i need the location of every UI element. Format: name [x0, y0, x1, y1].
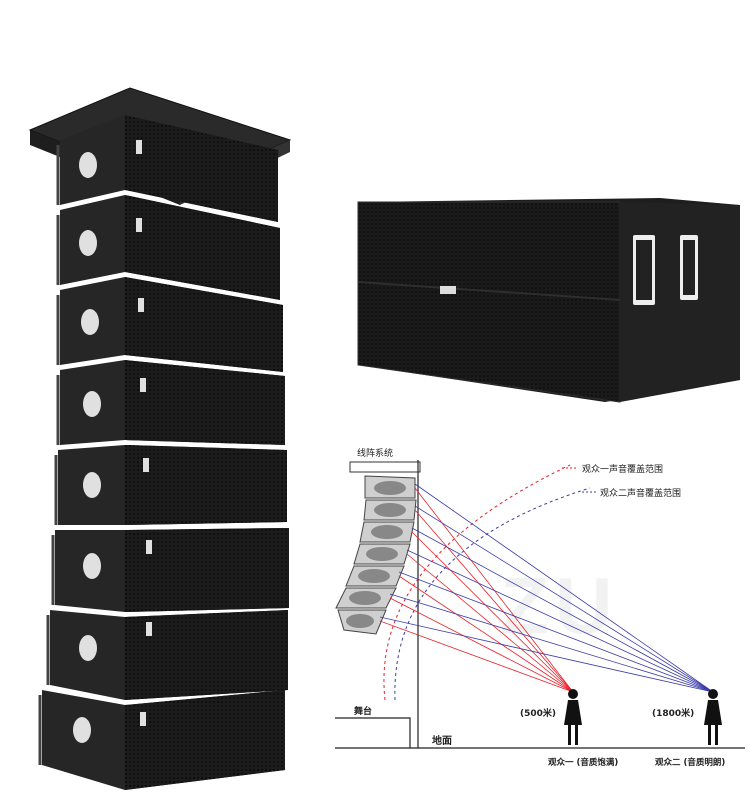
- line-array-speaker-stack-image: [28, 87, 292, 790]
- stage-label: 舞台: [354, 707, 373, 717]
- audience-1-silhouette: [564, 689, 582, 745]
- audience-1-label: 观众一 (音质饱满): [548, 758, 619, 768]
- distance-2-label: (1800米): [652, 709, 695, 719]
- audience-2-silhouette: [704, 689, 722, 745]
- coverage-diagram: [335, 460, 745, 749]
- subwoofer-cabinet-image: [357, 198, 740, 403]
- legend-coverage-2: 观众二声音覆盖范围: [600, 489, 682, 499]
- legend-coverage-1: 观众一声音覆盖范围: [582, 465, 664, 475]
- ground-label: 地面: [432, 736, 452, 747]
- diagram-title: 线阵系统: [357, 449, 394, 459]
- audience-2-label: 观众二 (音质明朗): [655, 758, 726, 768]
- distance-1-label: (500米): [520, 709, 557, 719]
- watermark-text: ZU: [500, 561, 619, 650]
